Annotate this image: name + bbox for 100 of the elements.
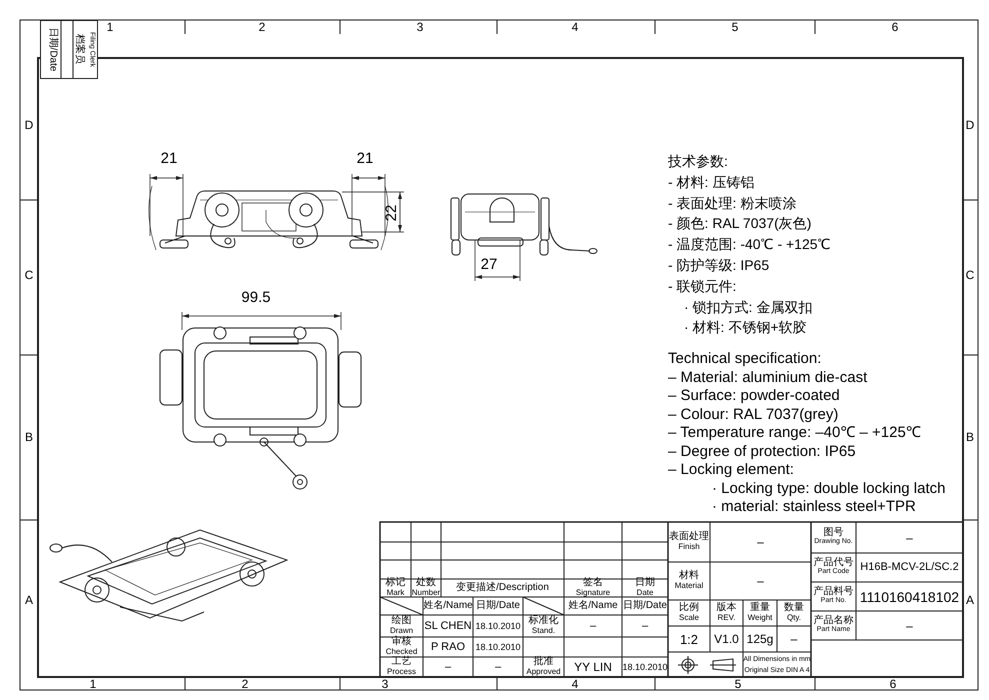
title-block-label: Material (674, 582, 704, 592)
zone-number: 1 (106, 21, 114, 33)
title-block-label: Finish (677, 542, 701, 552)
zone-letter: A (964, 593, 975, 607)
spec-line: – Locking element: (668, 461, 795, 478)
zone-number: 1 (88, 678, 98, 690)
title-block-label: 表面处理 (668, 530, 710, 542)
zone-number: 5 (734, 678, 742, 690)
title-block-label: Number (411, 588, 441, 596)
title-block-label: Process (386, 668, 417, 676)
title-block-label: 数量 (783, 601, 805, 613)
title-block-label: 比例 (678, 601, 700, 613)
title-block-label: 绘图 (390, 616, 412, 626)
title-block-value: P RAO (430, 640, 466, 654)
title-block-label: 日期/Date (622, 598, 668, 613)
zone-letter: A (24, 593, 34, 607)
spec-line: - 温度范围: -40℃ - +125℃ (668, 235, 832, 254)
dimension-value: 99.5 (240, 289, 272, 306)
title-block-label: Weight (746, 614, 774, 624)
title-block-label: 标准化 (528, 616, 560, 626)
zone-number: 4 (570, 678, 580, 690)
title-block-value: – (905, 530, 914, 546)
spec-line: - 材料: 压铸铝 (668, 172, 756, 191)
title-block-value: – (444, 660, 452, 674)
spec-line: - 表面处理: 粉末喷涂 (668, 194, 798, 212)
zone-letter: C (24, 268, 34, 282)
title-block-value: 18.10.2010 (622, 660, 668, 674)
title-block-value: V1.0 (713, 631, 740, 648)
title-block-label: 图号 (822, 526, 844, 538)
spec-line: – Temperature range: –40℃ – +125℃ (668, 424, 920, 441)
title-block-label: 产品代号 (812, 556, 854, 568)
title-block-label: Drawn (388, 626, 414, 636)
title-block-label: Qty. (786, 614, 802, 624)
title-block-value: – (905, 618, 914, 634)
title-block-label: 批准 (532, 658, 554, 667)
zone-letter: C (964, 268, 976, 282)
title-block-value: – (494, 660, 502, 674)
title-block-label: 材料 (678, 568, 700, 581)
spec-line: 技术参数: (668, 152, 729, 170)
zone-number: 3 (416, 21, 424, 33)
dimension-value: 21 (160, 150, 178, 167)
title-block-value: 1110160418102 (858, 588, 960, 606)
title-block-value: 125g (746, 631, 774, 648)
title-block-label: 工艺 (390, 658, 412, 667)
title-block-value: H16B-MCV-2L/SC.2 (859, 560, 960, 575)
title-block-label: 姓名/Name (423, 599, 473, 613)
spec-line: · Locking type: double locking latch (712, 480, 946, 496)
title-block-label: Mark (386, 588, 406, 596)
spec-line: - 颜色: RAL 7037(灰色) (668, 214, 812, 232)
zone-number: 6 (888, 678, 898, 690)
dimension-value: 22 (382, 204, 400, 224)
margin-label: 日期/Date (46, 26, 60, 73)
spec-line: – Degree of protection: IP65 (668, 442, 857, 460)
title-block-label: 审核 (390, 638, 412, 647)
title-block-value: – (756, 573, 765, 590)
title-block-label: Scale (678, 614, 700, 624)
spec-line: · 锁扣方式: 金属双扣 (684, 298, 814, 316)
dimension-value: 27 (480, 256, 498, 273)
spec-line: Technical specification: (668, 350, 822, 367)
dimension-value: 21 (356, 150, 374, 167)
spec-line: – Colour: RAL 7037(grey) (668, 406, 840, 422)
title-block-label: 版本 (716, 601, 738, 613)
spec-line: – Surface: powder-coated (668, 387, 841, 404)
title-block-value: 1:2 (678, 630, 700, 648)
title-block-label: Approved (525, 668, 562, 676)
title-block-label: 重量 (749, 601, 771, 613)
spec-line: – Material: aluminium die-cast (668, 368, 868, 386)
zone-letter: B (964, 430, 975, 444)
title-block-label: 姓名/Name (567, 599, 619, 613)
zone-letter: D (964, 118, 976, 132)
title-block-label: REV. (716, 614, 736, 624)
title-block-label: 变更描述/Description (455, 580, 550, 595)
title-block-label: Checked (384, 648, 418, 656)
zone-number: 2 (240, 678, 250, 690)
spec-line: · material: stainless steel+TPR (712, 498, 917, 515)
title-block-value: – (588, 618, 598, 634)
spec-line: · 材料: 不锈钢+软胶 (684, 318, 808, 336)
title-block-value: YY LIN (573, 659, 613, 676)
title-block-label: 产品名称 (812, 614, 854, 626)
zone-letter: D (24, 118, 34, 132)
title-block-value: – (790, 631, 798, 648)
zone-letter: B (24, 430, 34, 444)
title-block-value: 18.10.2010 (474, 620, 522, 632)
zone-number: 4 (570, 21, 580, 33)
title-block-label: Date (636, 588, 654, 596)
spec-line: - 联锁元件: (668, 276, 738, 295)
title-block-value: – (756, 534, 765, 551)
title-block-label: Signature (574, 588, 612, 596)
zone-number: 5 (730, 21, 740, 33)
title-block-value: – (640, 618, 650, 634)
margin-label: 档案员 (73, 33, 85, 66)
title-block-label: 日期/Date (475, 598, 521, 613)
title-block-value: SL CHEN (423, 618, 473, 634)
title-block-value: 18.10.2010 (474, 640, 522, 654)
zone-number: 6 (890, 21, 900, 33)
zone-number: 2 (258, 21, 266, 33)
title-block-label: Stand. (530, 626, 556, 636)
title-block-label: 产品料号 (812, 584, 854, 596)
spec-line: - 防护等级: IP65 (668, 256, 770, 274)
zone-number: 3 (380, 678, 390, 690)
